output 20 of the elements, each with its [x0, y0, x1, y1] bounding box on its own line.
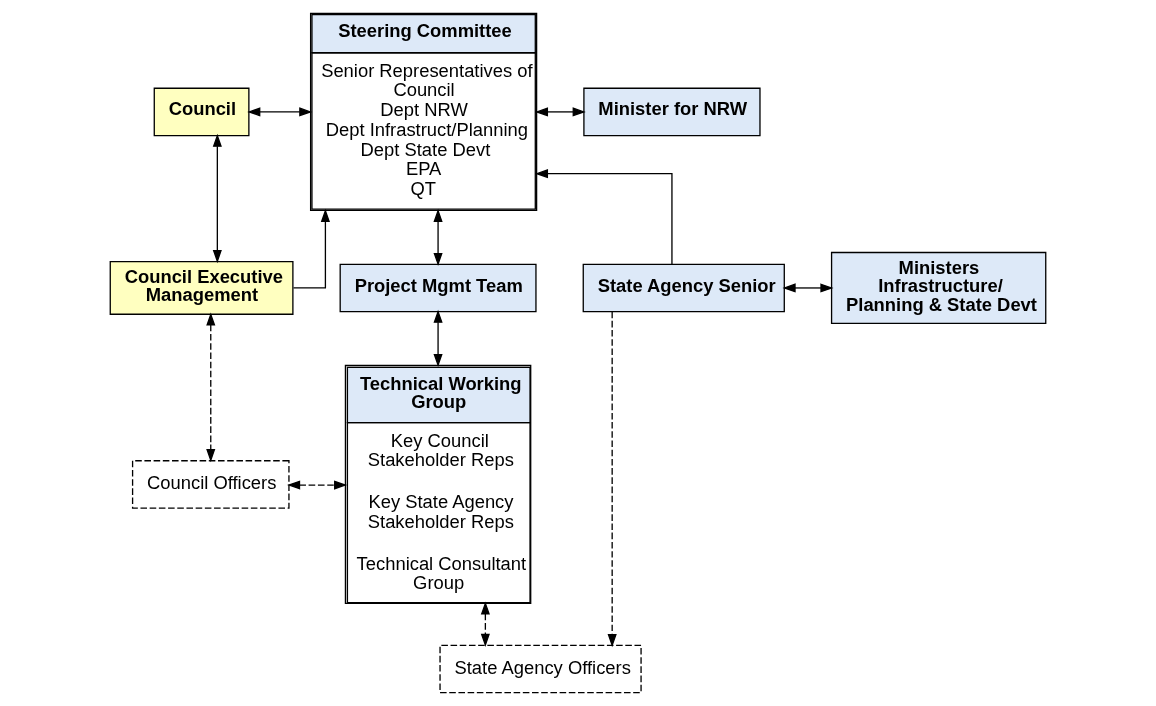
arrow — [534, 169, 673, 265]
node-box: Project Mgmt Team — [339, 263, 537, 313]
node-box: State Agency Officers — [439, 644, 642, 694]
arrow — [782, 283, 834, 293]
arrow — [433, 309, 443, 368]
node-box: Council Executive Management — [109, 261, 294, 315]
arrow — [287, 480, 348, 490]
arrow — [433, 208, 443, 267]
node-box: Council Officers — [131, 460, 290, 509]
arrow — [247, 107, 313, 117]
node-box: Council — [153, 87, 250, 137]
arrow — [206, 312, 216, 463]
arrow — [607, 311, 617, 648]
node-box: State Agency Senior — [582, 263, 785, 313]
arrow — [212, 133, 222, 264]
arrow — [292, 208, 330, 289]
arrow — [534, 107, 586, 117]
node-box: Ministers Infrastructure/ Planning & State Devt — [830, 251, 1047, 325]
arrow — [480, 601, 490, 647]
node-box: Minister for NRW — [583, 87, 761, 137]
